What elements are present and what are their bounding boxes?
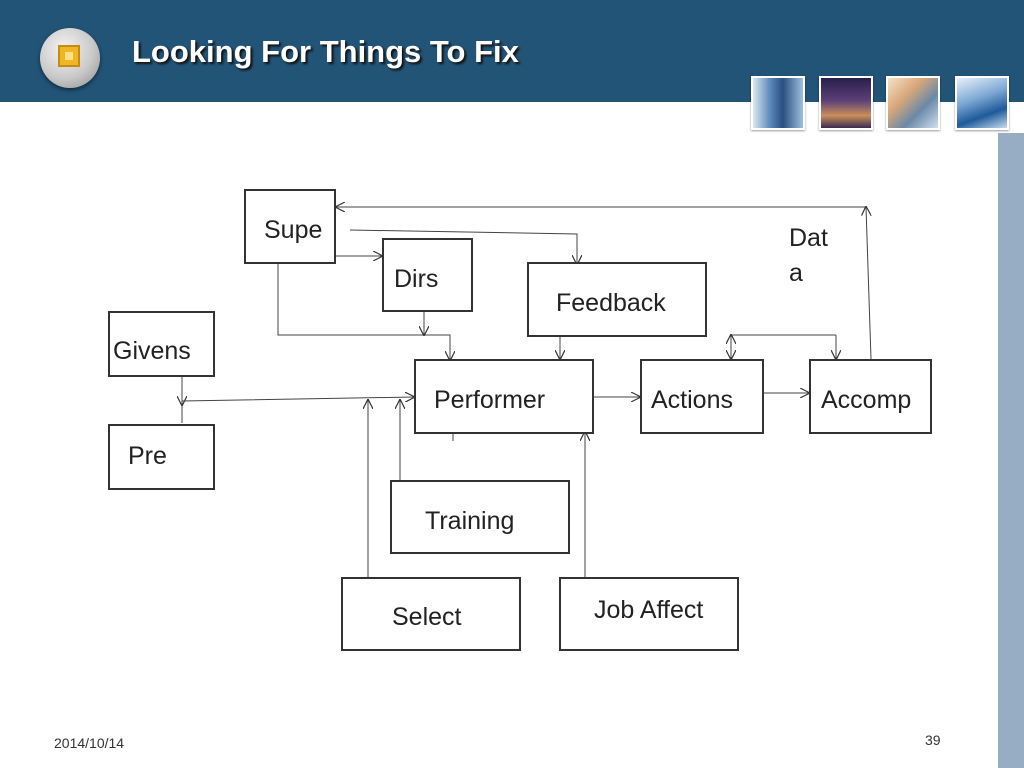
node-box-givens xyxy=(108,311,215,377)
logo-icon xyxy=(40,28,100,88)
node-box-supe xyxy=(244,189,336,264)
data-label-line1: Dat xyxy=(789,224,828,252)
node-box-feedback xyxy=(527,262,707,337)
city-night-photo-icon xyxy=(819,76,873,130)
node-label-pre: Pre xyxy=(128,442,167,470)
slide-title: Looking For Things To Fix xyxy=(132,34,519,69)
node-boxes xyxy=(108,189,932,651)
edge-supe-feedback xyxy=(349,229,577,264)
skyscraper-photo-icon xyxy=(955,76,1009,130)
node-label-feedback: Feedback xyxy=(556,289,666,317)
edge-pre-performer xyxy=(181,397,414,423)
node-labels: Supe Dirs Feedback Givens Pre Performer … xyxy=(113,216,911,631)
node-box-actions xyxy=(640,359,764,434)
node-label-dirs: Dirs xyxy=(394,265,438,293)
building-photo-icon xyxy=(751,76,805,130)
node-box-select xyxy=(341,577,521,651)
edge-supe-performer xyxy=(277,263,450,360)
phone-call-photo-icon xyxy=(886,76,940,130)
header-bar: Looking For Things To Fix xyxy=(0,0,1024,102)
node-label-givens: Givens xyxy=(113,337,191,365)
node-label-performer: Performer xyxy=(434,386,545,414)
node-label-accomp: Accomp xyxy=(821,386,911,414)
node-label-supe: Supe xyxy=(264,216,322,244)
node-label-actions: Actions xyxy=(651,386,733,414)
node-label-training: Training xyxy=(425,507,514,535)
node-box-accomp xyxy=(809,359,932,434)
data-label-line2: a xyxy=(789,259,803,287)
node-box-training xyxy=(390,480,570,554)
node-box-jobaffect xyxy=(559,577,739,651)
slide-date: 2014/10/14 xyxy=(54,735,125,751)
connector-lines xyxy=(181,207,872,577)
sidebar-decoration xyxy=(998,133,1024,768)
node-box-performer xyxy=(414,359,594,434)
node-box-dirs xyxy=(382,238,473,312)
node-label-select: Select xyxy=(392,603,462,631)
page-number: 39 xyxy=(925,732,941,748)
edge-accomp-supe xyxy=(866,207,872,360)
node-label-jobaffect: Job Affect xyxy=(594,596,703,624)
node-box-pre xyxy=(108,424,215,490)
